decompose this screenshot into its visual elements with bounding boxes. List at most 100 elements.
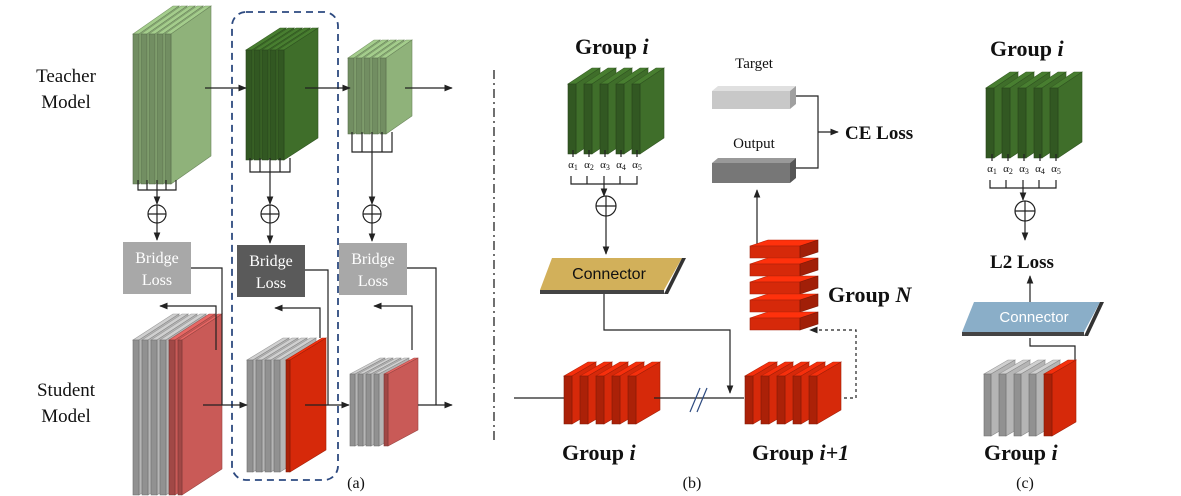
layer-sheet-edge [627,375,637,425]
student-model-label-line1: Student [37,380,96,401]
alpha-weights-b: α1 α2 α3 α4 α5 [568,150,642,172]
alpha-weight-label: α4 [616,159,626,172]
layer-sheet-edge [599,83,609,155]
sum-circle-3 [362,204,382,224]
alpha-weight-label: α1 [987,163,997,176]
caption-b: (b) [683,475,702,492]
alpha-weight-label: α5 [1051,163,1061,176]
layer-sheet-edge [595,375,605,425]
layer-sheet-edge [983,373,992,437]
layer-sheet-edge [371,57,379,135]
group-n-slab-front [749,299,801,313]
alpha-weight-label: α1 [568,159,578,172]
group-n-slab-front [749,317,801,331]
layer-sheet-face [283,27,319,161]
student-model-label-line2: Model [41,406,91,427]
layer-sheet-edge [141,339,149,496]
layer-sheet-edge [159,339,167,496]
layer-sheet-face [170,5,212,185]
layer-sheet-edge [563,375,573,425]
layer-sheet-edge [373,373,380,447]
group-n-slab-front [749,245,801,259]
layer-sheet-edge [1013,373,1022,437]
layer-sheet-edge [985,87,995,159]
svg-text:Loss: Loss [142,272,172,289]
layer-sheet-edge [245,49,253,161]
svg-text:Bridge: Bridge [351,251,395,268]
bridge-loss-2: Bridge Loss [237,245,305,297]
student-to-connector-c [1029,338,1076,365]
layer-sheet-edge [132,33,140,185]
teacher-2-taps [249,158,291,204]
teacher-1-taps [137,180,177,204]
layer-sheet-edge [363,57,371,135]
layer-sheet-edge [744,375,754,425]
output-label: Output [733,136,776,152]
group-i-top-label: Group i [575,34,649,59]
layer-sheet-edge [277,49,285,161]
layer-sheet-edge [631,83,641,155]
group-i-top-block [567,67,665,155]
alpha-comb-b [570,176,638,196]
layer-sheet-edge [168,339,176,496]
alpha-weight-label: α2 [584,159,594,172]
group-n-slab-side [799,293,819,313]
layer-sheet-edge [998,373,1007,437]
bridge-loss-1: Bridge Loss [123,242,191,294]
l2-loss-label: L2 Loss [990,252,1054,273]
output-bar [712,158,796,183]
group-i-top-block-c [985,71,1083,159]
group-i-bottom-label-c: Group i [984,440,1058,465]
caption-a: (a) [347,475,365,492]
group-i-top-label-c: Group i [990,36,1064,61]
group-i1-label: Group i+1 [752,440,849,465]
layer-sheet-edge [760,375,770,425]
svg-text:Loss: Loss [256,275,286,292]
sum-circle-c [1014,200,1036,222]
student-block-1 [131,313,224,496]
connector-to-group-i1 [603,294,734,394]
student-1-to-bridge-1 [159,302,217,350]
target-label: Target [735,56,774,72]
teacher-block-3 [347,39,413,135]
layer-sheet-edge [140,33,148,185]
layer-sheet-edge [269,49,277,161]
group-i-bottom-block-c [982,359,1078,437]
group-i1-block [743,361,843,425]
group-n-slab-front [749,263,801,277]
student-3-to-bridge-3 [373,302,413,350]
layer-sheet-edge [349,373,356,447]
group-n-slab-side [799,275,819,295]
layer-sheet-edge [1017,87,1027,159]
group-n-slab-side [799,311,819,331]
layer-sheet-edge [164,33,172,185]
group-i-bottom-label: Group i [562,440,636,465]
layer-sheet-edge [132,339,140,496]
connector-c: Connector [962,302,1104,336]
svg-text:Bridge: Bridge [249,253,293,270]
teacher-model-label-line1: Teacher [36,66,97,87]
target-bar [712,86,796,109]
layer-sheet-edge [148,33,156,185]
alpha-weight-label: α5 [632,159,642,172]
layer-sheet-edge [583,83,593,155]
student-block-3 [349,357,419,447]
alpha-weight-label: α3 [600,159,610,172]
group-i-bottom-block [562,361,662,425]
dashed-feedback-to-group-n [809,326,857,399]
svg-text:Connector: Connector [572,266,646,283]
layer-sheet-edge [355,57,363,135]
sum-circle-b [595,195,617,217]
panel-a: Teacher Model Student Model [36,5,453,496]
student-red-layer-edge [285,359,291,473]
layer-sheet-edge [365,373,372,447]
sum-circle-1 [147,204,167,224]
layer-sheet-edge [150,339,158,496]
layer-sheet-edge [357,373,364,447]
bridge-2-side-line [305,269,329,405]
layer-sheet-edge [1033,87,1043,159]
bridge-3-side-line [407,267,437,405]
skip-mark-2 [696,387,708,413]
layer-sheet-edge [246,359,254,473]
layer-sheet-edge [611,375,621,425]
